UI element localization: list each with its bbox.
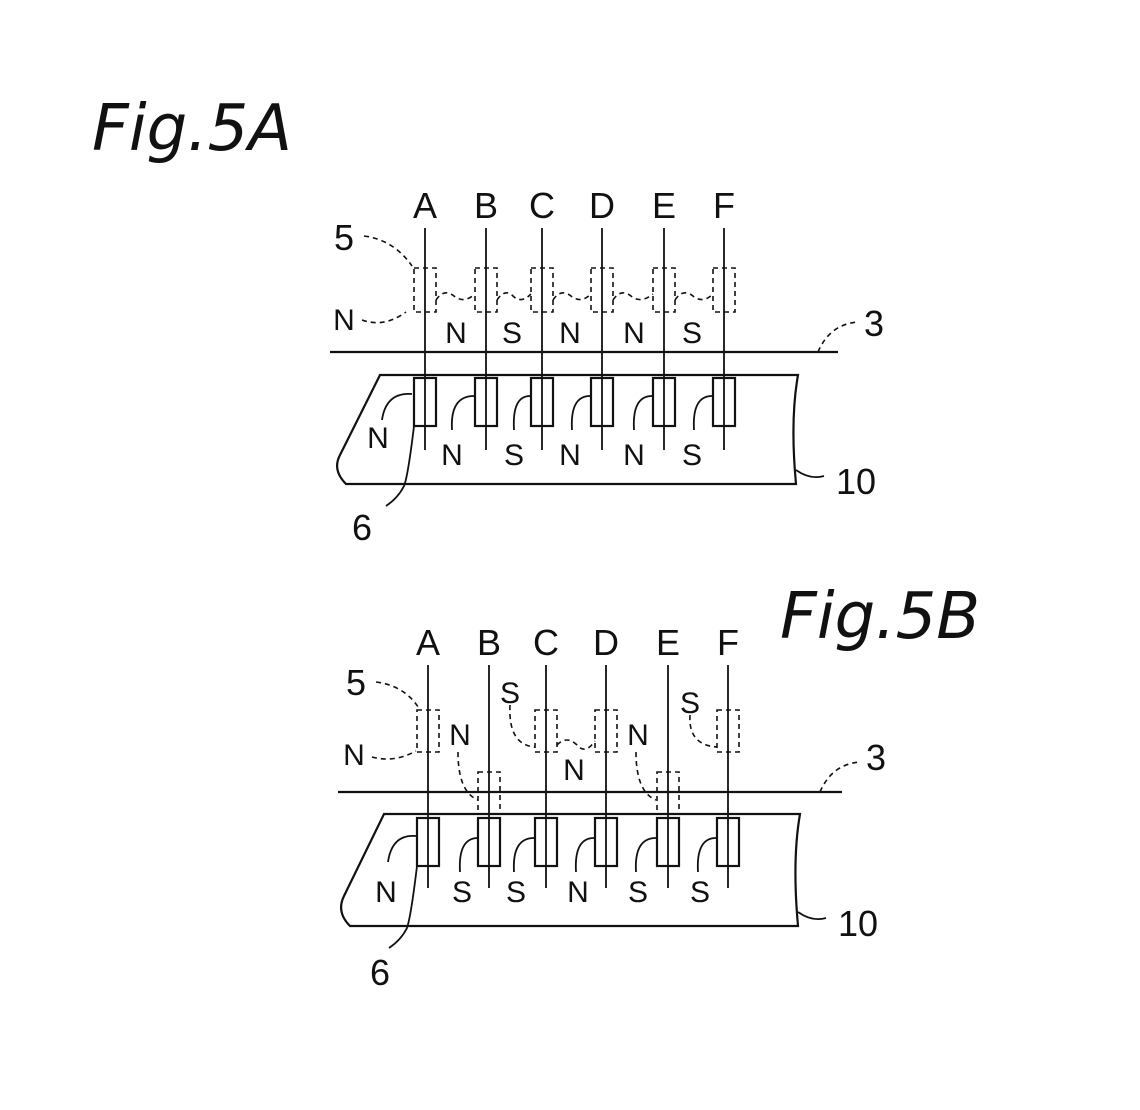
fig-5b-upper-magnets [416, 704, 740, 815]
fig-5a-ref-10: 10 [836, 461, 876, 502]
fig-5a-lower-magnets [381, 376, 737, 431]
fig-5a-title: Fig.5A [92, 92, 292, 166]
figure-5b: Fig.5B A B C D E F [338, 580, 980, 993]
fig-5b-ref-6-leader [388, 865, 418, 949]
fig-5b-lower-pole-d: N [567, 876, 589, 909]
fig-5b-col-f: F [717, 622, 739, 663]
fig-5a-ref-5-leader [363, 235, 413, 267]
fig-5b-lower-magnets [387, 816, 741, 873]
fig-5a-col-c: C [529, 185, 555, 226]
fig-5b-body-10 [339, 812, 802, 928]
fig-5a-ref-10-leader [795, 469, 825, 479]
fig-5a-ref-3: 3 [864, 303, 884, 344]
fig-5a-col-d: D [589, 185, 615, 226]
fig-5a-col-e: E [652, 185, 676, 226]
fig-5a-n-leader [361, 311, 407, 324]
fig-5b-upper-pole-d: N [563, 754, 585, 787]
fig-5b-col-d: D [593, 622, 619, 663]
fig-5a-upper-magnets [413, 267, 736, 313]
fig-5b-upper-pole-f: S [680, 687, 700, 720]
fig-5a-axis-lines [424, 228, 725, 450]
fig-5b-lower-pole-e: S [628, 876, 648, 909]
fig-5b-ref-6: 6 [370, 952, 390, 993]
fig-5a-upper-pole-b: N [445, 317, 467, 350]
fig-5b-upper-pole-c: S [500, 677, 520, 710]
fig-5a-lower-pole-c: S [504, 439, 524, 472]
fig-5b-axis-lines [427, 665, 729, 888]
fig-5a-upper-pole-e: N [623, 317, 645, 350]
fig-5b-ref-10-leader [797, 911, 827, 921]
fig-5b-upper-pole-e: N [627, 719, 649, 752]
fig-5b-ref-5: 5 [346, 662, 366, 703]
fig-5a-lower-pole-b: N [441, 439, 463, 472]
fig-5a-col-b: B [474, 185, 498, 226]
fig-5a-upper-pole-a: N [333, 304, 355, 337]
fig-5a-ref-3-leader [817, 321, 859, 353]
figure-5a: Fig.5A A B C D E F [92, 92, 884, 548]
fig-5a-lower-pole-e: N [623, 439, 645, 472]
fig-5a-lower-pole-a: N [367, 422, 389, 455]
fig-5a-upper-pole-d: N [559, 317, 581, 350]
fig-5a-upper-pole-c: S [502, 317, 522, 350]
fig-5b-col-b: B [477, 622, 501, 663]
fig-5a-upper-pole-f: S [682, 317, 702, 350]
fig-5a-ref-5: 5 [334, 217, 354, 258]
fig-5b-col-e: E [656, 622, 680, 663]
fig-5b-ref-10: 10 [838, 903, 878, 944]
fig-5b-col-c: C [533, 622, 559, 663]
fig-5b-lower-pole-a: N [375, 876, 397, 909]
fig-5a-ref-6: 6 [352, 507, 372, 548]
fig-5a-col-a: A [413, 185, 437, 226]
fig-5b-n-leader [371, 750, 417, 760]
fig-5b-ref-3: 3 [866, 737, 886, 778]
fig-5a-lower-pole-f: S [682, 439, 702, 472]
fig-5b-upper-pole-b: N [449, 719, 471, 752]
fig-5b-ref-5-leader [375, 681, 421, 711]
fig-5a-body-10 [335, 373, 800, 486]
fig-5a-lower-pole-d: N [559, 439, 581, 472]
fig-5b-upper-pole-a: N [343, 739, 365, 772]
fig-5b-col-a: A [416, 622, 440, 663]
fig-5a-ref-6-leader [385, 425, 415, 507]
fig-5a-col-f: F [713, 185, 735, 226]
fig-5b-lower-pole-f: S [690, 876, 710, 909]
fig-5b-ref-3-leader [819, 761, 861, 793]
fig-5b-lower-pole-c: S [506, 876, 526, 909]
fig-5b-title: Fig.5B [780, 580, 980, 654]
fig-5b-lower-pole-b: S [452, 876, 472, 909]
